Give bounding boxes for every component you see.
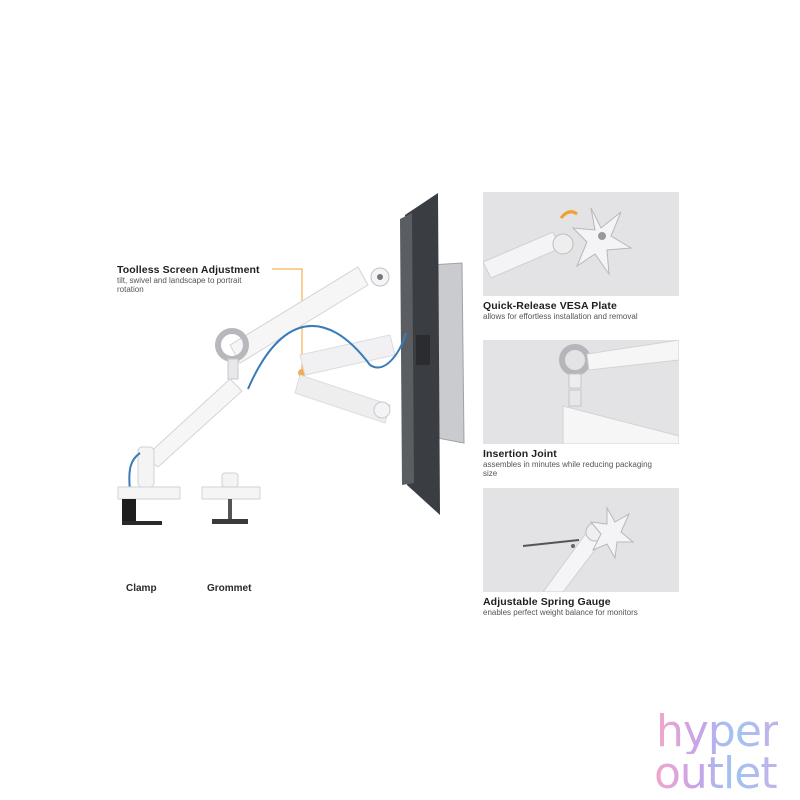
monitor-arm-illustration xyxy=(100,185,480,550)
joint-post xyxy=(568,373,582,389)
adjustment-screw xyxy=(571,544,575,548)
vesa-plate xyxy=(589,506,635,560)
vesa-center xyxy=(598,232,606,240)
feature-spring-gauge: Adjustable Spring Gauge enables perfect … xyxy=(483,596,683,617)
lower-arm-strut xyxy=(294,374,391,424)
tilt-joint-screw xyxy=(377,274,383,280)
callout-description: tilt, swivel and landscape to portrait r… xyxy=(117,276,242,294)
feature-description: allows for effortless installation and r… xyxy=(483,312,638,321)
arm-joint xyxy=(552,233,574,255)
insertion-joint-image xyxy=(483,340,679,444)
callout-leader-line xyxy=(272,268,303,370)
clamp-label: Clamp xyxy=(126,583,157,594)
grommet-base-plate xyxy=(201,486,261,500)
logo-word-hyper: hyper xyxy=(656,706,779,757)
elbow-post xyxy=(227,358,239,380)
clamp-jaw xyxy=(122,521,162,527)
joint-ring xyxy=(559,344,591,376)
arm-segment xyxy=(483,231,562,279)
joint-socket xyxy=(568,389,582,407)
lower-arm-segment xyxy=(562,405,679,444)
vesa-plate xyxy=(571,207,633,276)
grommet-plate xyxy=(212,519,248,524)
feature-insertion-joint: Insertion Joint assembles in minutes whi… xyxy=(483,448,683,478)
feature-description: assembles in minutes while reducing pack… xyxy=(483,460,652,478)
rotation-arrow xyxy=(559,210,578,219)
upper-arm-segment xyxy=(586,340,679,371)
feature-title: Quick-Release VESA Plate xyxy=(483,300,617,312)
grommet-label: Grommet xyxy=(207,583,252,594)
management-cable xyxy=(128,325,407,492)
feature-title: Insertion Joint xyxy=(483,448,557,460)
allen-key xyxy=(522,539,580,547)
feature-vesa-plate: Quick-Release VESA Plate allows for effo… xyxy=(483,300,683,321)
vesa-bracket xyxy=(416,335,430,365)
feature-title: Adjustable Spring Gauge xyxy=(483,596,611,608)
monitor-arm-drawing xyxy=(117,193,465,550)
feature-description: enables perfect weight balance for monit… xyxy=(483,608,638,617)
vesa-plate-image xyxy=(483,192,679,296)
callout-title: Toolless Screen Adjustment xyxy=(117,264,260,276)
logo-word-outlet: outlet xyxy=(654,748,778,799)
clamp-base-plate xyxy=(117,486,181,500)
mount-pole xyxy=(137,446,155,488)
callout-toolless-adjustment: Toolless Screen Adjustment tilt, swivel … xyxy=(117,264,277,294)
lower-joint xyxy=(373,401,391,419)
spring-gauge-image xyxy=(483,488,679,592)
grommet-collar xyxy=(221,472,239,488)
hyper-outlet-logo: hyper outlet xyxy=(650,706,790,796)
lower-arm xyxy=(144,378,243,468)
grommet-bolt xyxy=(228,499,232,521)
front-monitor-edge xyxy=(400,213,414,485)
